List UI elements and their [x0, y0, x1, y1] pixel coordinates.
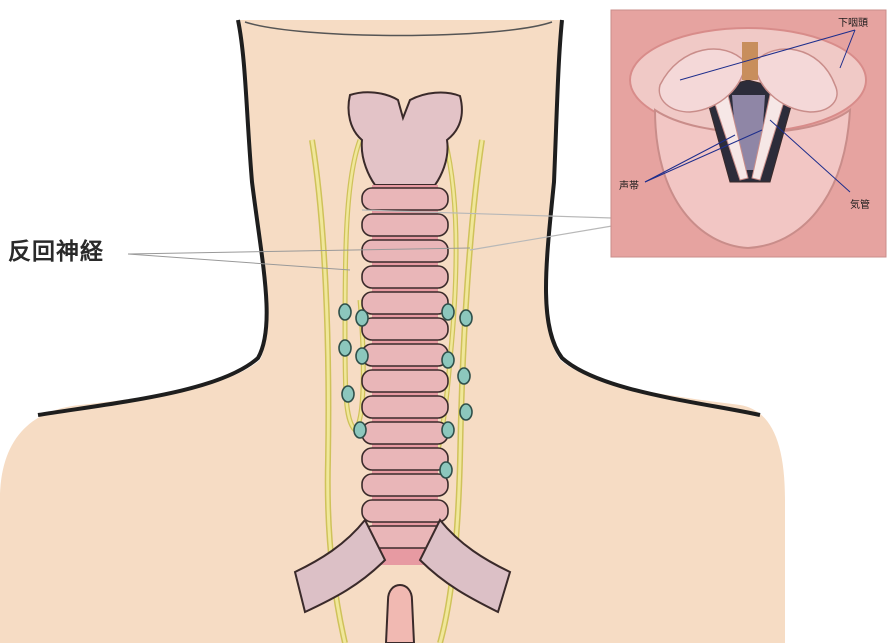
lymph-node [339, 340, 351, 356]
lymph-node [356, 348, 368, 364]
trachea-ring [362, 318, 448, 340]
lymph-node [460, 404, 472, 420]
trachea-ring [362, 240, 448, 262]
trachea-ring [362, 448, 448, 470]
trachea-label: 気管 [850, 196, 870, 211]
lymph-node [339, 304, 351, 320]
esophagus [386, 585, 414, 643]
lymph-node [354, 422, 366, 438]
trachea-ring [362, 214, 448, 236]
recurrent-laryngeal-nerve-label: 反回神経 [8, 232, 104, 266]
trachea-ring [362, 500, 448, 522]
trachea [362, 185, 448, 565]
trachea-ring [362, 370, 448, 392]
lymph-node [440, 462, 452, 478]
lymph-node [442, 422, 454, 438]
lymph-node [460, 310, 472, 326]
lymph-node [342, 386, 354, 402]
trachea-ring [362, 396, 448, 418]
vocal-cord-inset [611, 10, 886, 257]
trachea-ring [362, 422, 448, 444]
inset-posterior-cartilage [742, 42, 758, 80]
trachea-ring [362, 292, 448, 314]
hypopharynx-label: 下咽頭 [838, 14, 868, 29]
lymph-node [442, 352, 454, 368]
lymph-node [356, 310, 368, 326]
lymph-node [458, 368, 470, 384]
trachea-ring [362, 344, 448, 366]
trachea-ring [362, 266, 448, 288]
trachea-ring [362, 188, 448, 210]
vocal-cords-label: 声帯 [619, 177, 639, 192]
trachea-ring [362, 474, 448, 496]
lymph-node [442, 304, 454, 320]
neck-left-outline [38, 20, 267, 415]
